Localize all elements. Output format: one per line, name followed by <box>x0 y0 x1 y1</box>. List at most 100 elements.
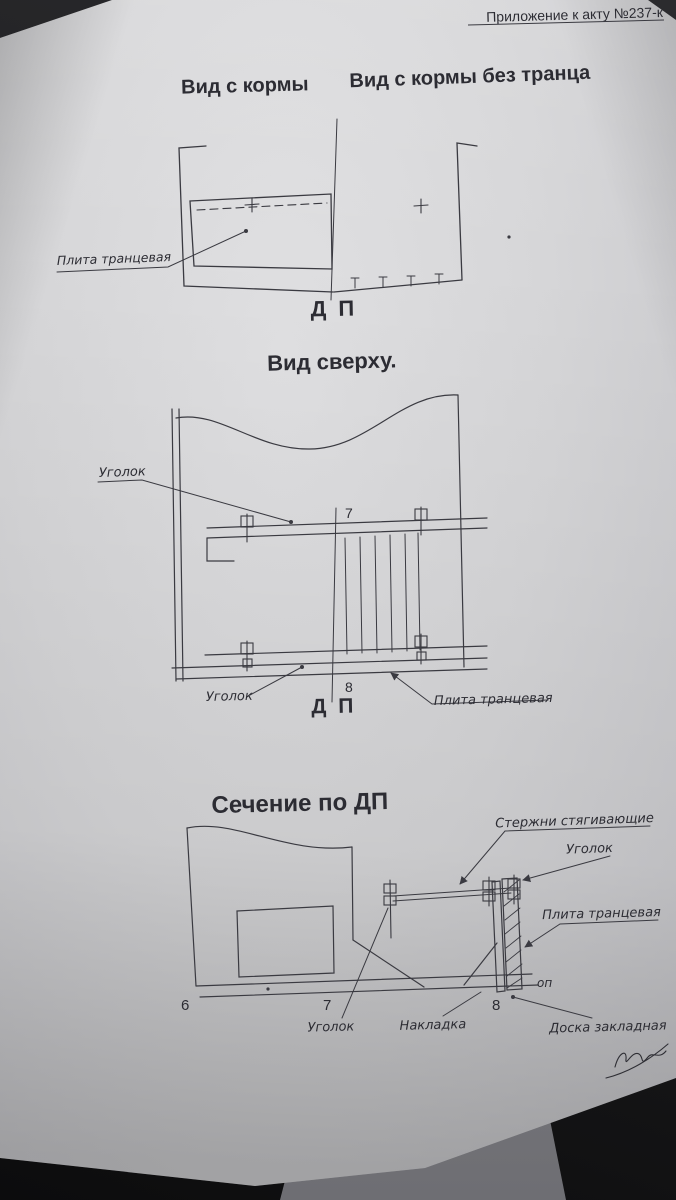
bottom-slope <box>352 939 425 988</box>
pad-label: Накладка <box>399 1017 466 1034</box>
section-title: Сечение по ДП <box>211 788 388 819</box>
right-hull-outline <box>456 142 478 281</box>
tie-rods <box>392 887 512 902</box>
bolt-left-bottom <box>240 640 254 672</box>
bottom-tick-marks <box>350 273 444 289</box>
ref-6-section: 6 <box>181 997 189 1014</box>
hatch-line <box>505 935 522 949</box>
embedded-board-section <box>491 880 506 993</box>
hull-side-left-outer <box>171 408 177 682</box>
plate-hatching <box>503 879 523 989</box>
hatch-line <box>504 907 521 921</box>
signature-stroke <box>614 1050 667 1068</box>
frame-edge <box>351 846 354 941</box>
bolt-shaft <box>389 879 392 939</box>
reference-dot <box>507 235 511 239</box>
transom-plate-hidden-line <box>196 202 328 211</box>
plank-line <box>344 537 348 655</box>
angle-band-top-1 <box>206 517 488 529</box>
board-label: Доска закладная <box>548 1018 667 1036</box>
dp-label-top-view: Д П <box>311 695 356 719</box>
hull-side-right <box>457 394 465 668</box>
stern-title-right: Вид с кормы без транца <box>349 62 591 92</box>
stern-title-left: Вид с кормы <box>181 73 309 98</box>
frame-member <box>236 905 335 978</box>
plank-lines <box>344 532 421 655</box>
left-hull-outline <box>178 145 334 293</box>
transom-brace <box>463 942 498 986</box>
plate-leader-line <box>524 919 659 948</box>
left-notch <box>206 537 235 562</box>
signature <box>605 1043 669 1079</box>
angle-upper-leader <box>522 855 611 882</box>
bottom-plank-1 <box>195 973 533 987</box>
hull-break-curve <box>186 825 353 849</box>
ref-8-top-view: 8 <box>345 679 353 695</box>
board-leader <box>510 994 593 1019</box>
rods-label: Стержни стягивающие <box>495 811 654 832</box>
stern-views-drawing <box>56 118 511 301</box>
tie-rod <box>392 887 512 897</box>
right-hull-bottom <box>333 279 463 293</box>
reference-dot <box>266 987 270 991</box>
plank-line <box>359 536 363 654</box>
top-view-drawing <box>97 394 549 705</box>
bolt-transom-right <box>507 874 521 905</box>
bolt-angle-left <box>383 879 397 939</box>
plate-label-top-view: Плита транцевая <box>434 691 553 709</box>
bolt-right-top <box>414 506 428 536</box>
bolt-right-bottom <box>414 633 428 665</box>
ref-7-top-view: 7 <box>345 505 353 521</box>
angle-label-upper: Уголок <box>566 841 613 858</box>
transom-edge-1 <box>171 657 488 669</box>
plate-leader-line <box>56 228 249 273</box>
angle-leader-top <box>97 479 294 525</box>
centerline <box>330 118 338 301</box>
transom-plate-outline <box>189 193 333 270</box>
dp-label-stern: Д П <box>310 296 357 322</box>
top-view-title: Вид сверху. <box>267 347 397 375</box>
pad-leader <box>442 991 482 1017</box>
plate-label-section: Плита транцевая <box>542 905 661 923</box>
angle-lower-leader <box>341 907 389 1019</box>
op-label: оп <box>537 976 552 990</box>
centerline <box>331 507 337 703</box>
angle-leader-bottom <box>249 664 305 696</box>
signature-flourish <box>605 1043 669 1079</box>
hatch-line <box>506 963 523 977</box>
hull-left-edge <box>186 827 197 987</box>
plank-line <box>404 533 408 652</box>
bolt-transom-left <box>482 876 496 907</box>
angle-label-lower: Уголок <box>307 1019 354 1035</box>
tie-rod <box>392 892 512 902</box>
plate-leader-line <box>390 672 549 705</box>
hatch-line <box>505 949 522 963</box>
angle-label-bottom: Уголок <box>206 689 253 705</box>
ref-7-section: 7 <box>323 997 331 1014</box>
center-mark-right <box>413 198 429 214</box>
transom-plate-section <box>501 877 523 991</box>
bottom-plank-2 <box>199 984 539 998</box>
transom-edge-2 <box>175 668 488 680</box>
plank-line <box>417 532 421 651</box>
ref-8-section: 8 <box>492 997 500 1014</box>
hatch-line <box>504 921 521 935</box>
rods-leader-line <box>459 825 651 885</box>
plate-outline <box>501 877 523 991</box>
section-view-drawing <box>186 825 659 1019</box>
angle-band-top-2 <box>206 527 488 539</box>
plank-line <box>374 535 378 654</box>
bolt-left-top <box>240 513 254 543</box>
header-note-underline <box>467 19 665 26</box>
plate-label-stern: Плита транцевая <box>57 249 172 268</box>
header-note: Приложение к акту №237-к <box>486 4 664 25</box>
hatch-line <box>503 879 520 893</box>
center-mark-left <box>244 197 260 213</box>
hatch-line <box>506 977 523 989</box>
hatch-line <box>503 893 520 907</box>
angle-label-top: Уголок <box>99 464 146 481</box>
plank-line <box>389 534 393 653</box>
hull-break-curve <box>175 394 459 450</box>
